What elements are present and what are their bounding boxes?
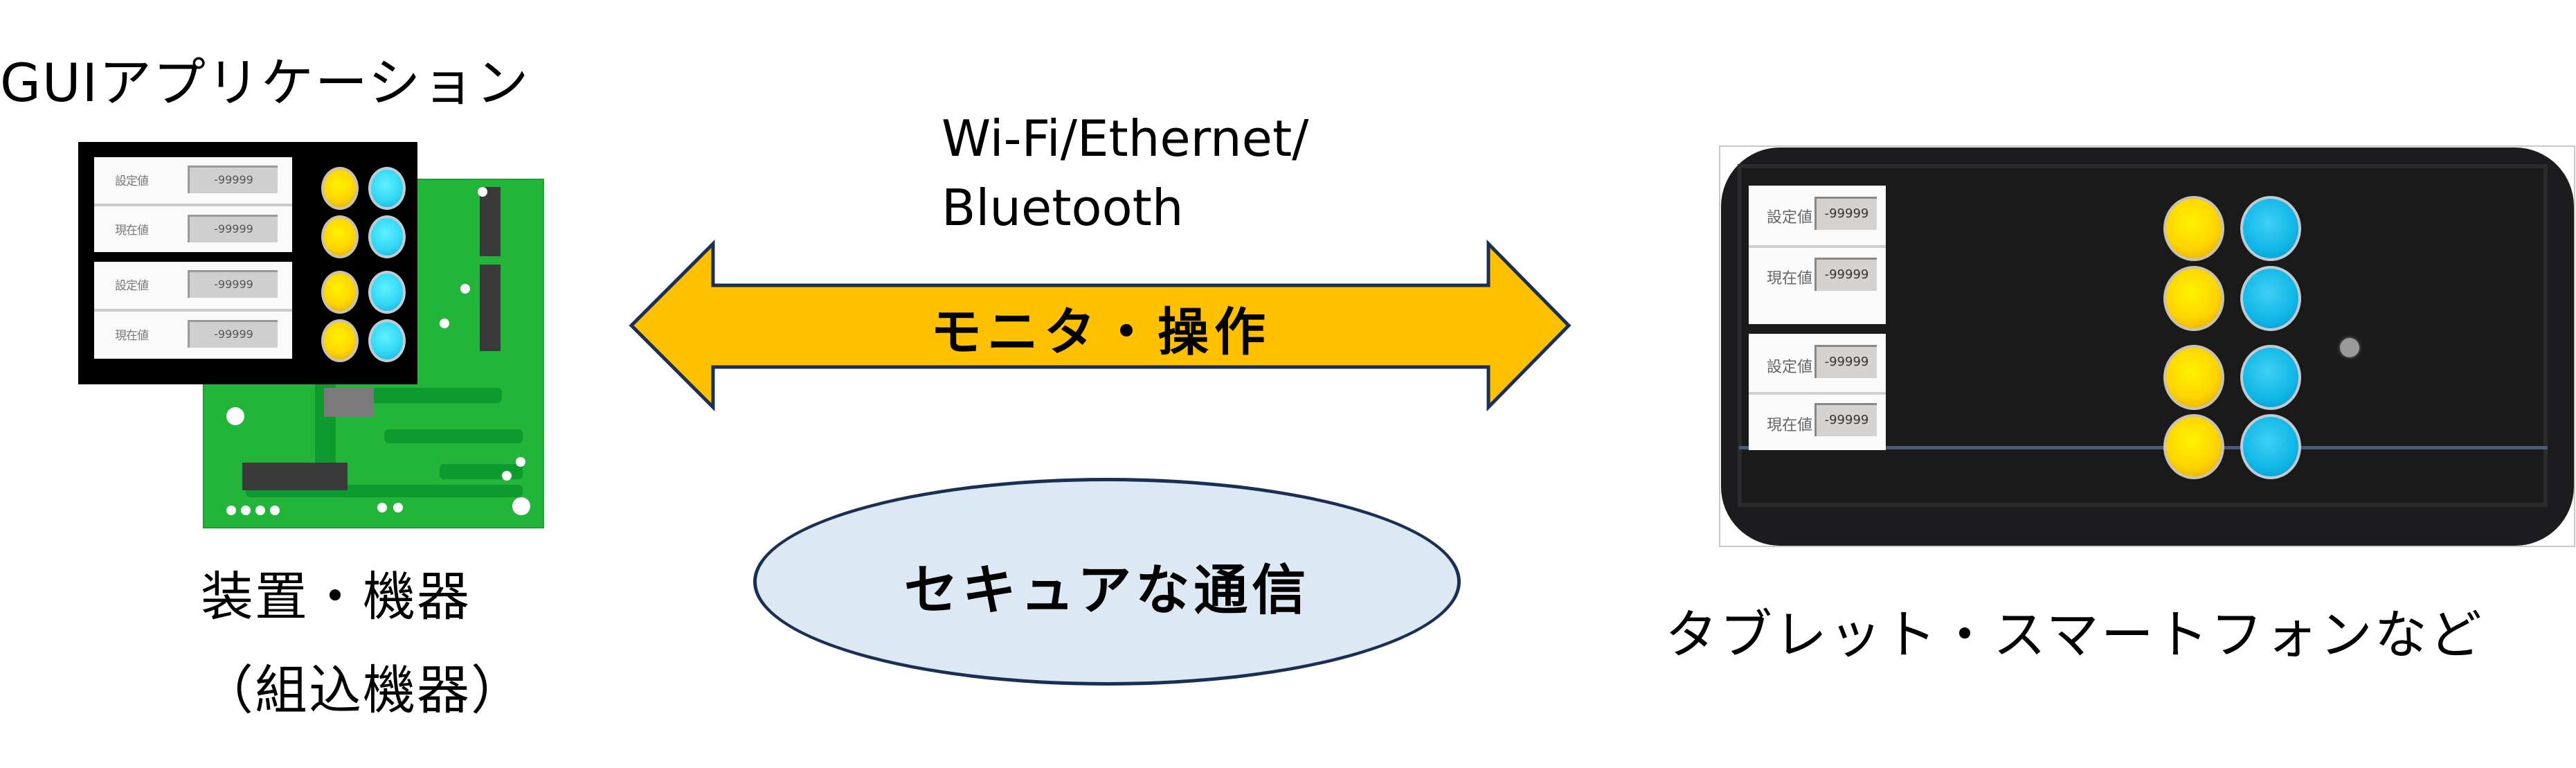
pcb-pad xyxy=(255,506,265,515)
lcd-row-value: -99999 xyxy=(188,320,278,348)
yellow-led-icon xyxy=(2163,196,2224,261)
blue-led-icon xyxy=(368,319,406,362)
pcb-pad xyxy=(478,187,487,197)
blue-led-icon xyxy=(368,271,406,314)
blue-led-icon xyxy=(2240,345,2301,410)
bidirectional-arrow-icon xyxy=(629,239,1571,412)
lcd-row: 現在値 -99999 xyxy=(94,204,292,251)
tablet-row-value: -99999 xyxy=(1814,258,1877,291)
device-label: 装置・機器 xyxy=(201,566,471,627)
secure-communication-label: セキュアな通信 xyxy=(903,560,1310,622)
tablet-row: 現在値 -99999 xyxy=(1749,245,1886,303)
yellow-led-icon xyxy=(2163,266,2224,331)
yellow-led-icon xyxy=(2163,345,2224,410)
protocols-line-1: Wi-Fi/Ethernet/ xyxy=(942,109,1309,168)
tablet-row-value: -99999 xyxy=(1814,403,1877,436)
tablet-value-group: 設定値 -99999 現在値 -99999 xyxy=(1749,334,1886,450)
lcd-row: 設定値 -99999 xyxy=(94,157,292,202)
monitor-operate-label: モニタ・操作 xyxy=(930,303,1271,362)
yellow-led-icon xyxy=(321,167,359,210)
lcd-row-value: -99999 xyxy=(188,166,278,193)
tablet-row-label: 現在値 xyxy=(1767,270,1813,287)
pcb-trace xyxy=(384,429,523,443)
pcb-mount-hole xyxy=(512,497,530,515)
pcb-pad xyxy=(393,503,403,512)
blue-led-icon xyxy=(2240,266,2301,331)
pcb-pad xyxy=(440,319,449,328)
tablet-row-value: -99999 xyxy=(1814,345,1877,378)
blue-led-icon xyxy=(368,215,406,258)
tablet-row: 設定値 -99999 xyxy=(1749,186,1886,245)
lcd-group: 設定値 -99999 現在値 -99999 xyxy=(94,157,292,252)
tablet-row-value: -99999 xyxy=(1814,197,1877,230)
embedded-device-label: （組込機器） xyxy=(201,659,525,721)
embedded-lcd-panel: 設定値 -99999 現在値 -99999 設定値 -99999 現在値 -99… xyxy=(78,142,417,384)
lcd-row-label: 現在値 xyxy=(115,224,149,238)
yellow-led-icon xyxy=(321,215,359,258)
yellow-led-icon xyxy=(321,319,359,362)
tablet-row-label: 設定値 xyxy=(1767,209,1813,226)
pcb-chip-icon xyxy=(480,265,501,351)
tablet-home-button-icon xyxy=(2340,338,2359,357)
lcd-row-label: 設定値 xyxy=(115,175,149,188)
lcd-group: 設定値 -99999 現在値 -99999 xyxy=(94,262,292,359)
network-protocols-label: Wi-Fi/Ethernet/ Bluetooth xyxy=(942,104,1308,242)
protocols-line-2: Bluetooth xyxy=(942,179,1184,237)
pcb-chip-icon xyxy=(480,187,501,256)
lcd-row-label: 現在値 xyxy=(115,329,149,343)
pcb-pad xyxy=(502,471,512,481)
secure-communication-ellipse xyxy=(753,478,1461,686)
pcb-pad xyxy=(460,284,470,294)
tablet-row-label: 現在値 xyxy=(1767,417,1813,434)
tablet-value-group: 設定値 -99999 現在値 -99999 xyxy=(1749,186,1886,324)
pcb-pad xyxy=(516,457,525,467)
pcb-chip-icon xyxy=(324,388,374,417)
yellow-led-icon xyxy=(2163,414,2224,479)
tablet-row: 現在値 -99999 xyxy=(1749,392,1886,453)
tablet-row-label: 設定値 xyxy=(1767,359,1813,376)
pcb-mount-hole xyxy=(226,407,244,425)
blue-led-icon xyxy=(2240,196,2301,261)
tablet-smartphone-label: タブレット・スマートフォンなど xyxy=(1665,604,2484,666)
lcd-row-label: 設定値 xyxy=(115,279,149,293)
gui-application-label: GUIアプリケーション xyxy=(0,52,530,114)
pcb-pad xyxy=(241,506,251,515)
lcd-row-value: -99999 xyxy=(188,215,278,242)
pcb-trace xyxy=(336,388,502,403)
blue-led-icon xyxy=(368,167,406,210)
pcb-pad xyxy=(270,506,280,515)
blue-led-icon xyxy=(2240,414,2301,479)
lcd-row: 設定値 -99999 xyxy=(94,262,292,307)
pcb-pad xyxy=(226,506,236,515)
tablet-screen-bar xyxy=(1739,446,2548,449)
pcb-chip-icon xyxy=(242,463,348,490)
tablet-row: 設定値 -99999 xyxy=(1749,334,1886,392)
lcd-row-value: -99999 xyxy=(188,270,278,298)
pcb-pad xyxy=(377,503,387,512)
lcd-row: 現在値 -99999 xyxy=(94,309,292,357)
yellow-led-icon xyxy=(321,271,359,314)
